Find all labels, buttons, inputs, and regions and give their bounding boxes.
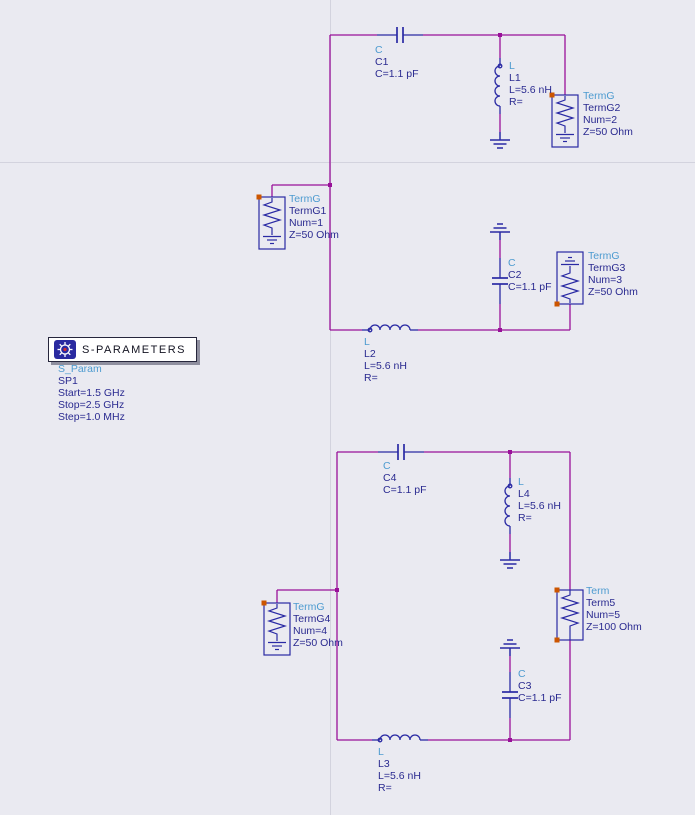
component-param: C=1.1 pF bbox=[375, 68, 419, 80]
s-parameters-icon bbox=[54, 340, 76, 359]
ground-symbol-L4[interactable] bbox=[499, 551, 521, 569]
s-parameters-title: S-PARAMETERS bbox=[82, 343, 186, 356]
component-param: C=1.1 pF bbox=[518, 692, 562, 704]
component-param: L=5.6 nH bbox=[364, 360, 407, 372]
wire-net-middle-circuit[interactable] bbox=[330, 240, 571, 331]
component-label-C2[interactable]: C C2 C=1.1 pF bbox=[508, 257, 551, 293]
component-param: R= bbox=[518, 512, 532, 524]
component-name: TermG2 bbox=[583, 102, 621, 114]
component-label-Term5[interactable]: Term Term5 Num=5 Z=100 Ohm bbox=[586, 585, 642, 633]
component-param: R= bbox=[509, 96, 523, 108]
component-label-C1[interactable]: C C1 C=1.1 pF bbox=[375, 44, 418, 80]
inductor-L2-symbol[interactable] bbox=[361, 324, 419, 333]
ground-symbol-C2[interactable] bbox=[489, 223, 511, 241]
component-param: Z=50 Ohm bbox=[293, 637, 343, 649]
component-param: R= bbox=[364, 372, 378, 384]
component-name: L1 bbox=[509, 72, 521, 84]
component-name: C2 bbox=[508, 269, 522, 281]
sim-step-freq: Step=1.0 MHz bbox=[58, 411, 125, 423]
page-boundary-vertical-line bbox=[330, 0, 331, 815]
component-param: Z=100 Ohm bbox=[586, 621, 642, 633]
component-name: C1 bbox=[375, 56, 389, 68]
capacitor-C4-symbol[interactable] bbox=[377, 443, 425, 461]
component-label-TermG2[interactable]: TermG TermG2 Num=2 Z=50 Ohm bbox=[583, 90, 633, 138]
component-param: C=1.1 pF bbox=[508, 281, 552, 293]
component-param: Num=1 bbox=[289, 217, 324, 229]
sim-stop-freq: Stop=2.5 GHz bbox=[58, 399, 125, 411]
component-type: TermG bbox=[293, 601, 325, 613]
capacitor-C1-symbol[interactable] bbox=[376, 26, 424, 44]
sim-instance-type: S_Param bbox=[58, 363, 102, 375]
component-param: R= bbox=[378, 782, 392, 794]
component-param: Num=5 bbox=[586, 609, 621, 621]
wire-net-top-circuit[interactable] bbox=[271, 34, 566, 330]
termg1-port-symbol[interactable] bbox=[255, 193, 286, 250]
component-name: TermG1 bbox=[289, 205, 327, 217]
component-name: TermG4 bbox=[293, 613, 331, 625]
wire-junction-dots bbox=[328, 33, 512, 742]
component-type: Term bbox=[586, 585, 610, 597]
component-label-C3[interactable]: C C3 C=1.1 pF bbox=[518, 668, 561, 704]
component-type: L bbox=[509, 60, 515, 72]
termg3-port-symbol[interactable] bbox=[553, 251, 584, 308]
inductor-L4-symbol[interactable] bbox=[504, 477, 513, 535]
component-param: Z=50 Ohm bbox=[588, 286, 638, 298]
term5-port-symbol[interactable] bbox=[553, 586, 584, 644]
component-param: Z=50 Ohm bbox=[289, 229, 339, 241]
component-type: C bbox=[508, 257, 516, 269]
capacitor-C3-symbol[interactable] bbox=[501, 671, 519, 719]
component-param: L=5.6 nH bbox=[509, 84, 552, 96]
component-param: Z=50 Ohm bbox=[583, 126, 633, 138]
sim-start-freq: Start=1.5 GHz bbox=[58, 387, 125, 399]
component-type: TermG bbox=[289, 193, 321, 205]
component-name: C3 bbox=[518, 680, 532, 692]
component-param: Num=3 bbox=[588, 274, 623, 286]
component-name: L2 bbox=[364, 348, 376, 360]
sim-instance-name: SP1 bbox=[58, 375, 78, 387]
s-parameters-controller[interactable]: S-PARAMETERS bbox=[48, 337, 197, 362]
component-type: L bbox=[518, 476, 524, 488]
termg4-port-symbol[interactable] bbox=[260, 599, 291, 656]
component-type: C bbox=[518, 668, 526, 680]
component-label-L3[interactable]: L L3 L=5.6 nH R= bbox=[378, 746, 421, 794]
component-type: TermG bbox=[583, 90, 615, 102]
component-label-C4[interactable]: C C4 C=1.1 pF bbox=[383, 460, 426, 496]
component-name: Term5 bbox=[586, 597, 616, 609]
component-type: TermG bbox=[588, 250, 620, 262]
component-type: C bbox=[383, 460, 391, 472]
component-label-TermG3[interactable]: TermG TermG3 Num=3 Z=50 Ohm bbox=[588, 250, 638, 298]
component-name: L4 bbox=[518, 488, 530, 500]
component-label-L4[interactable]: L L4 L=5.6 nH R= bbox=[518, 476, 561, 524]
s-parameters-settings[interactable]: S_Param SP1 Start=1.5 GHz Stop=2.5 GHz S… bbox=[58, 363, 125, 423]
component-name: L3 bbox=[378, 758, 390, 770]
inductor-L1-symbol[interactable] bbox=[494, 57, 503, 115]
component-label-TermG4[interactable]: TermG TermG4 Num=4 Z=50 Ohm bbox=[293, 601, 343, 649]
component-label-L1[interactable]: L L1 L=5.6 nH R= bbox=[509, 60, 552, 108]
component-param: L=5.6 nH bbox=[518, 500, 561, 512]
wire-net-bottom-circuit[interactable] bbox=[276, 451, 571, 741]
component-name: TermG3 bbox=[588, 262, 626, 274]
component-param: L=5.6 nH bbox=[378, 770, 421, 782]
inductor-L3-symbol[interactable] bbox=[371, 734, 429, 743]
component-type: L bbox=[378, 746, 384, 758]
component-name: C4 bbox=[383, 472, 397, 484]
component-type: L bbox=[364, 336, 370, 348]
component-param: Num=4 bbox=[293, 625, 328, 637]
ground-symbol-L1[interactable] bbox=[489, 131, 511, 149]
component-label-L2[interactable]: L L2 L=5.6 nH R= bbox=[364, 336, 407, 384]
termg2-port-symbol[interactable] bbox=[548, 91, 579, 148]
component-param: Num=2 bbox=[583, 114, 618, 126]
page-boundary-horizontal-line bbox=[0, 162, 695, 163]
component-param: C=1.1 pF bbox=[383, 484, 427, 496]
component-label-TermG1[interactable]: TermG TermG1 Num=1 Z=50 Ohm bbox=[289, 193, 339, 241]
capacitor-C2-symbol[interactable] bbox=[491, 257, 509, 305]
ground-symbol-C3[interactable] bbox=[499, 639, 521, 657]
component-type: C bbox=[375, 44, 383, 56]
